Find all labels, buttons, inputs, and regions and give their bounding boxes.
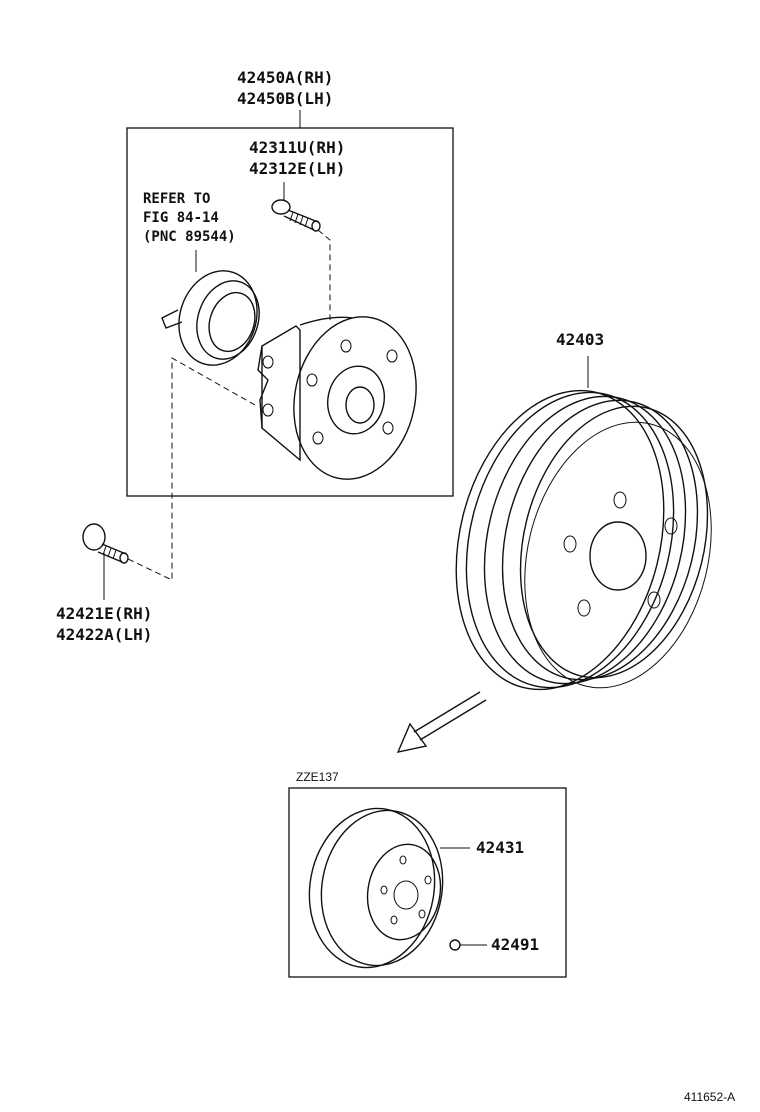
figure-id-label: 411652-A xyxy=(684,1090,736,1104)
refer-note-line-1: REFER TO xyxy=(143,191,211,207)
brake-drum-part xyxy=(455,356,712,691)
hub-bolt-label-rh: 42311U(RH) xyxy=(249,138,346,157)
refer-note-line-2: FIG 84-14 xyxy=(143,210,219,226)
disc-label: 42431 xyxy=(476,838,525,857)
mount-bolt-part xyxy=(82,523,129,600)
mount-bolt-label-rh: 42421E(RH) xyxy=(56,604,153,623)
alternative-arrow xyxy=(396,691,487,753)
hub-assembly-frame xyxy=(126,127,454,497)
disc-rotor-part xyxy=(308,807,470,969)
refer-note-line-3: (PNC 89544) xyxy=(143,229,236,245)
mount-bolt-guide xyxy=(125,357,256,581)
hub-assembly-label-lh: 42450B(LH) xyxy=(237,89,334,108)
disc-frame xyxy=(288,787,567,978)
drum-label: 42403 xyxy=(556,330,605,349)
hub-bolt-guide xyxy=(317,229,331,320)
screw-label: 42491 xyxy=(491,935,540,954)
hub-flange-part xyxy=(257,316,417,480)
bearing-part xyxy=(161,250,260,366)
hub-bolt-label-lh: 42312E(LH) xyxy=(249,159,346,178)
hub-assembly-label-rh: 42450A(RH) xyxy=(237,68,334,87)
mount-bolt-label-lh: 42422A(LH) xyxy=(56,625,153,644)
hub-bolt-part xyxy=(271,182,321,232)
screw-part xyxy=(449,939,487,951)
variant-label: ZZE137 xyxy=(296,770,339,784)
